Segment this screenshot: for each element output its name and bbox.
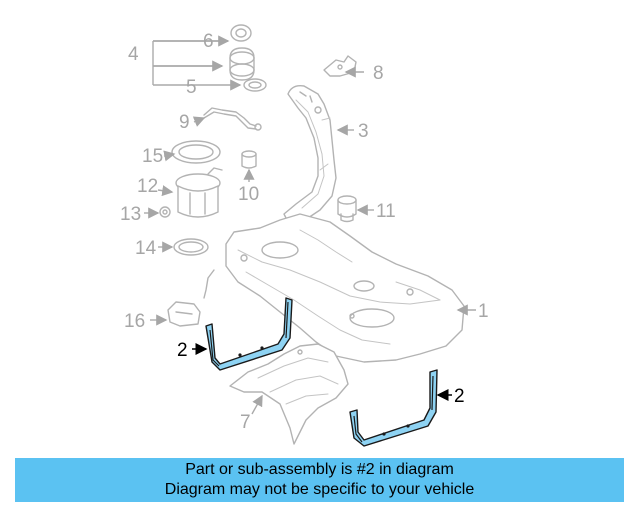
part-9-hose [203, 107, 262, 131]
callout-10: 10 [238, 184, 259, 205]
callout-12: 12 [137, 176, 158, 197]
callout-16: 16 [124, 311, 145, 332]
part-1-fuel-tank [203, 213, 465, 363]
part-15-gasket [171, 140, 221, 164]
part-13-sensor [159, 206, 171, 218]
leader-lines [144, 35, 476, 415]
part-4-seal-assembly [229, 47, 255, 81]
part-16-bracket [167, 301, 201, 327]
callout-15: 15 [142, 146, 163, 167]
callout-8: 8 [373, 63, 384, 84]
callout-9: 9 [179, 112, 190, 133]
callout-2-rear: 2 [454, 386, 465, 407]
info-banner: Part or sub-assembly is #2 in diagram Di… [15, 458, 624, 502]
callout-6: 6 [203, 31, 214, 52]
callout-7: 7 [240, 412, 251, 433]
part-7-heat-shield [229, 343, 349, 445]
part-5-oring [243, 78, 267, 92]
callout-1: 1 [478, 301, 489, 322]
callout-5: 5 [186, 77, 197, 98]
callout-13: 13 [120, 204, 141, 225]
part-11-cap [337, 195, 357, 223]
part-8-bracket [323, 55, 357, 77]
parts-diagram: 4 6 5 8 9 3 15 12 10 11 13 14 1 16 7 2 2 [120, 24, 489, 447]
part-10-plug [241, 150, 257, 169]
part-3-filler-neck [283, 84, 337, 227]
banner-line-disclaimer: Diagram may not be specific to your vehi… [164, 481, 475, 498]
callout-2-front: 2 [177, 340, 188, 361]
callout-3: 3 [358, 121, 369, 142]
part-6-cap [230, 24, 252, 42]
part-2-strap-rear [349, 369, 438, 447]
banner-line-part: Part or sub-assembly is #2 in diagram [185, 461, 454, 478]
part-2-strap-front [205, 297, 293, 371]
part-12-pump-module [175, 167, 223, 218]
callout-11: 11 [376, 201, 396, 222]
callout-4: 4 [128, 44, 139, 65]
part-14-lock-ring [173, 238, 209, 256]
callout-14: 14 [135, 238, 157, 259]
